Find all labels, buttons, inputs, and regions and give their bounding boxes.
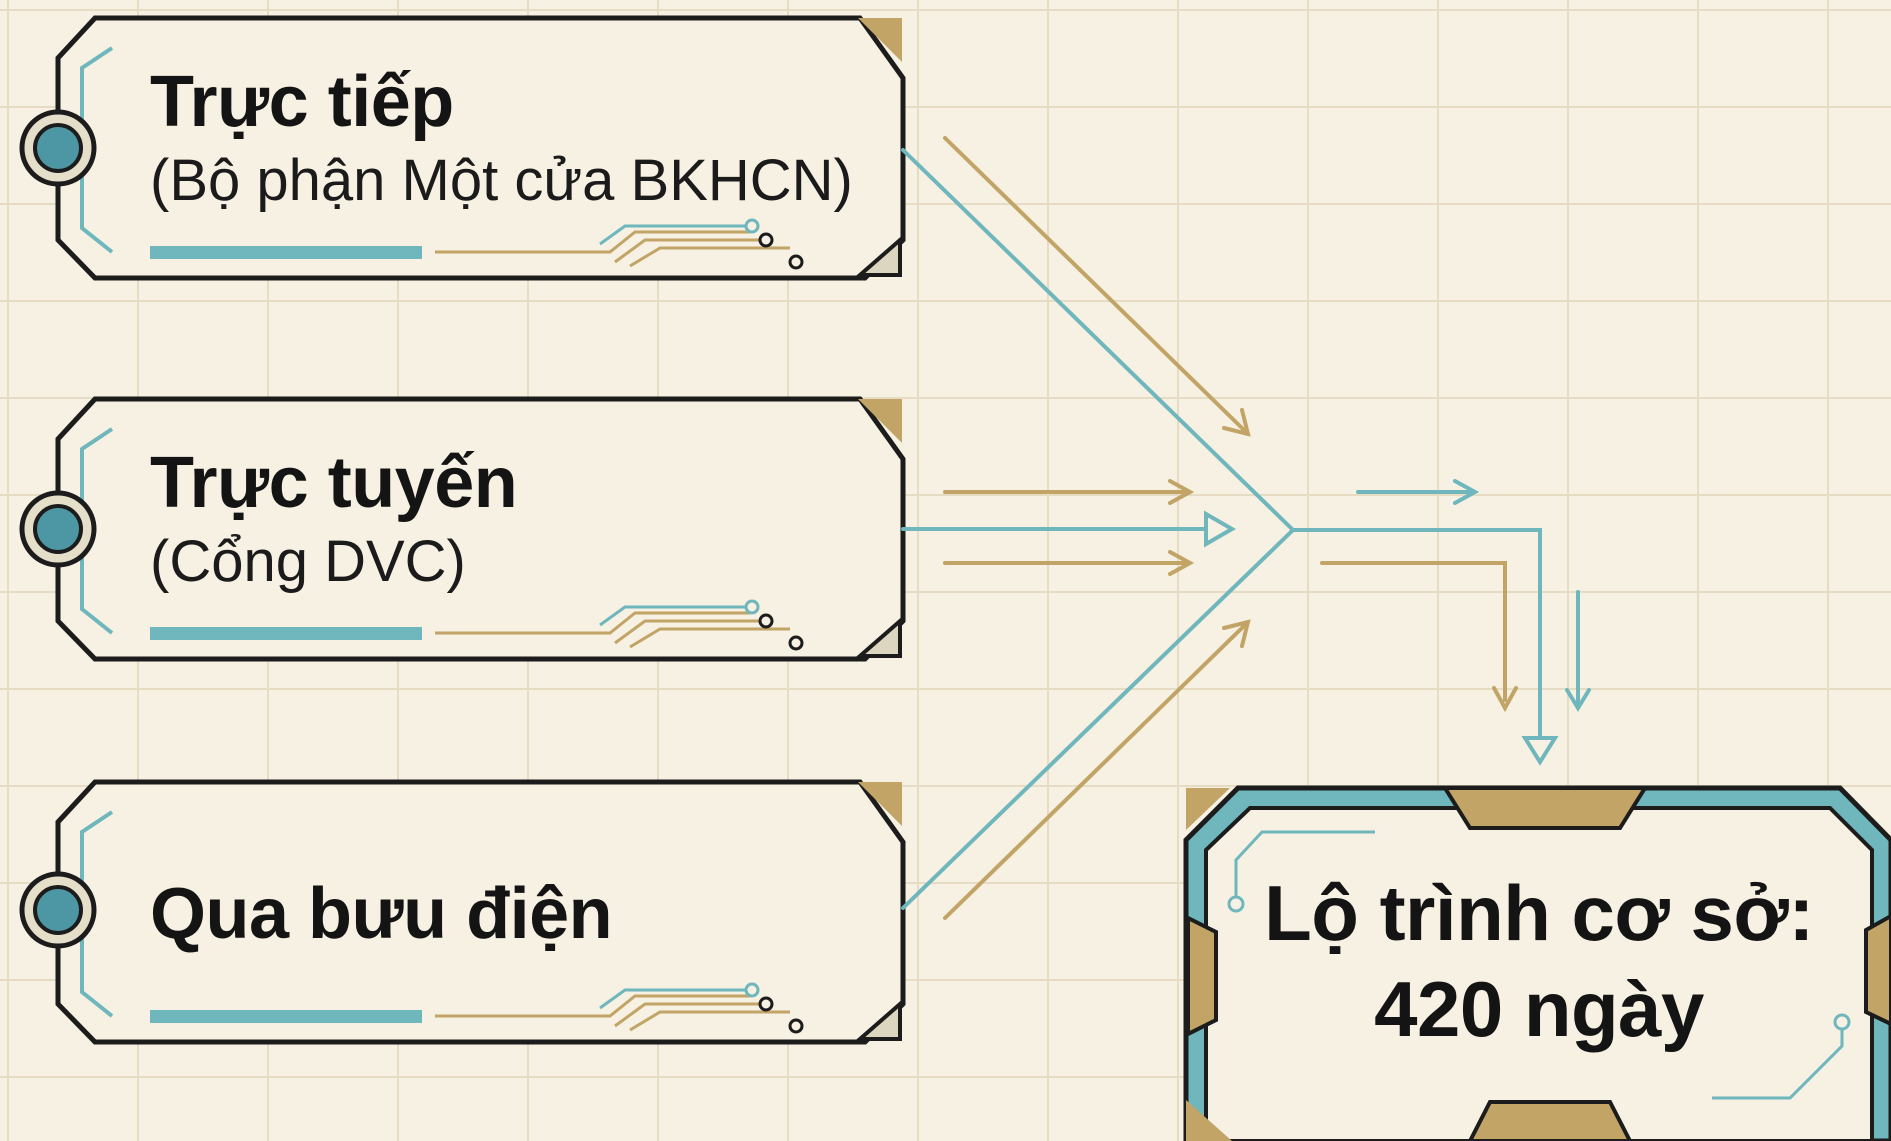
input-card-post (19, 779, 906, 1045)
corner-accent-bottom (854, 616, 902, 658)
arrowhead-teal-short-icon (1453, 479, 1480, 505)
arrowhead-teal-middle-icon (1204, 510, 1237, 548)
result-bottom-left-accent (1186, 1100, 1232, 1141)
result-bottom-tab (1467, 1100, 1633, 1141)
arrowhead-gold-upper-icon (1168, 479, 1195, 505)
connector-teal-out (1291, 528, 1542, 742)
arrowhead-teal-down-short-icon (1565, 688, 1591, 712)
accent-bar (150, 1010, 422, 1023)
corner-accent-bottom (854, 999, 902, 1041)
channel-node-icon (19, 109, 97, 187)
channel-node-icon (19, 871, 97, 949)
input-subtitle-direct: (Bộ phận Một cửa BKHCN) (150, 148, 853, 213)
arrowhead-teal-down-icon (1521, 736, 1559, 766)
result-line-1: Lộ trình cơ sở: (1264, 869, 1814, 957)
card-frame (55, 779, 906, 1045)
card-frame (55, 15, 906, 281)
connector-gold-top (943, 136, 1246, 432)
accent-bar (150, 627, 422, 640)
corner-accent-top (858, 18, 902, 62)
input-card-direct (19, 15, 906, 281)
input-title-post: Qua bưu điện (150, 874, 613, 954)
input-title-online: Trực tuyến (150, 443, 518, 523)
corner-accent-top (858, 399, 902, 443)
connector-gold-out (1320, 561, 1507, 702)
result-corner-accent (1186, 788, 1230, 830)
corner-accent-top (858, 782, 902, 826)
input-title-direct: Trực tiếp (150, 62, 454, 142)
input-subtitle-online: (Cổng DVC) (150, 529, 466, 594)
connector-teal-bottom (901, 528, 1295, 910)
input-card-online (19, 396, 906, 662)
circuit-trace-icon (435, 599, 804, 651)
arrowhead-gold-top-icon (1222, 408, 1251, 437)
result-left-tab (1186, 914, 1218, 1038)
connector-teal-top (901, 148, 1295, 532)
card-frame (55, 396, 906, 662)
circuit-trace-icon (1227, 830, 1851, 1100)
arrowhead-gold-bottom-icon (1222, 619, 1251, 648)
circuit-trace-icon (435, 218, 804, 270)
result-line-2: 420 ngày (1374, 965, 1704, 1053)
result-card (1183, 785, 1891, 1141)
result-right-tab (1864, 913, 1891, 1027)
arrowhead-gold-lower-icon (1168, 550, 1195, 576)
corner-accent-bottom (854, 235, 902, 277)
result-top-tab (1441, 786, 1649, 830)
connectors (901, 136, 1591, 920)
circuit-trace-icon (435, 982, 804, 1034)
connector-gold-bottom (943, 624, 1246, 920)
arrowhead-gold-out-icon (1492, 686, 1518, 713)
result-inner-frame (1204, 806, 1874, 1141)
accent-bar (150, 246, 422, 259)
channel-node-icon (19, 490, 97, 568)
